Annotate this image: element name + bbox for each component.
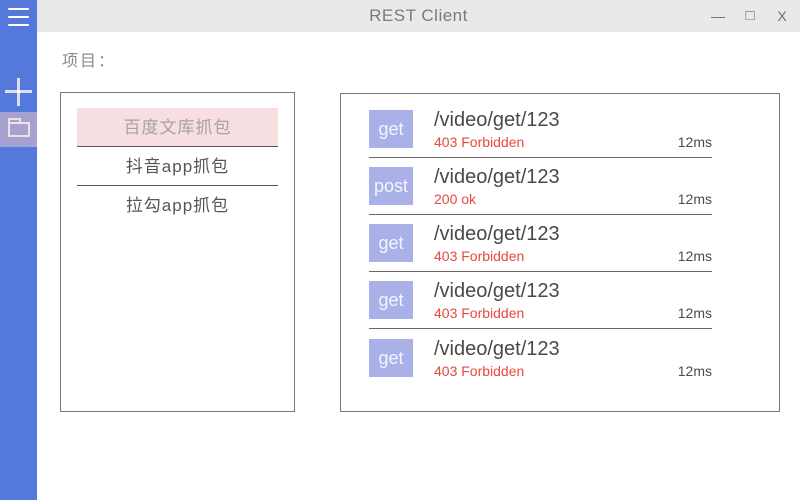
- maximize-button[interactable]: □: [745, 7, 755, 24]
- request-path: /video/get/123: [434, 223, 560, 245]
- close-button[interactable]: X: [777, 8, 787, 24]
- request-time: 12ms: [677, 305, 712, 321]
- request-info: /video/get/123 403 Forbidden 12ms: [434, 108, 712, 150]
- request-info: /video/get/123 403 Forbidden 12ms: [434, 222, 712, 264]
- method-badge: post: [369, 167, 413, 205]
- request-time: 12ms: [677, 248, 712, 264]
- request-bottom-line: 403 Forbidden 12ms: [434, 363, 712, 379]
- request-time: 12ms: [677, 362, 712, 379]
- project-item[interactable]: 拉勾app抓包: [125, 196, 230, 215]
- request-path: /video/get/123: [434, 166, 560, 188]
- request-bottom-line: 200 ok 12ms: [434, 191, 712, 207]
- request-status: 403 Forbidden: [434, 134, 525, 150]
- plus-icon[interactable]: [0, 76, 37, 108]
- titlebar: REST Client — □ X: [37, 0, 800, 32]
- request-time: 12ms: [677, 191, 712, 207]
- menu-icon[interactable]: [0, 0, 37, 34]
- minimize-button[interactable]: —: [711, 8, 725, 24]
- request-bottom-line: 403 Forbidden 12ms: [434, 134, 712, 150]
- request-row[interactable]: post/video/get/123 200 ok 12ms: [369, 158, 712, 215]
- request-path: /video/get/123: [434, 337, 560, 360]
- request-status: 403 Forbidden: [434, 362, 525, 379]
- request-row[interactable]: get/video/get/123 403 Forbidden 12ms: [369, 329, 712, 386]
- method-badge: get: [369, 110, 413, 148]
- project-item[interactable]: 百度文库抓包: [77, 108, 278, 147]
- request-info: /video/get/123 200 ok 12ms: [434, 165, 712, 207]
- method-badge: get: [369, 281, 413, 319]
- request-bottom-line: 403 Forbidden 12ms: [434, 248, 712, 264]
- request-row[interactable]: get/video/get/123 403 Forbidden 12ms: [369, 101, 712, 158]
- window-title: REST Client: [369, 6, 468, 25]
- request-time: 12ms: [677, 134, 712, 150]
- request-status: 200 ok: [434, 191, 477, 207]
- request-path: /video/get/123: [434, 280, 560, 302]
- method-badge: get: [369, 224, 413, 262]
- sidebar: [0, 0, 37, 500]
- method-badge: get: [369, 338, 413, 377]
- request-info: /video/get/123 403 Forbidden 12ms: [434, 337, 712, 379]
- request-path: /video/get/123: [434, 109, 560, 131]
- request-status: 403 Forbidden: [434, 248, 525, 264]
- request-status: 403 Forbidden: [434, 305, 525, 321]
- window-controls: — □ X: [710, 0, 790, 32]
- project-list-panel: 百度文库抓包抖音app抓包拉勾app抓包: [60, 92, 295, 412]
- request-row[interactable]: get/video/get/123 403 Forbidden 12ms: [369, 215, 712, 272]
- sidebar-item-projects[interactable]: [0, 112, 37, 147]
- request-info: /video/get/123 403 Forbidden 12ms: [434, 279, 712, 321]
- folder-icon: [7, 118, 30, 137]
- request-bottom-line: 403 Forbidden 12ms: [434, 305, 712, 321]
- project-item[interactable]: 抖音app抓包: [77, 147, 278, 186]
- request-row[interactable]: get/video/get/123 403 Forbidden 12ms: [369, 272, 712, 329]
- projects-label: 项目：: [62, 53, 117, 70]
